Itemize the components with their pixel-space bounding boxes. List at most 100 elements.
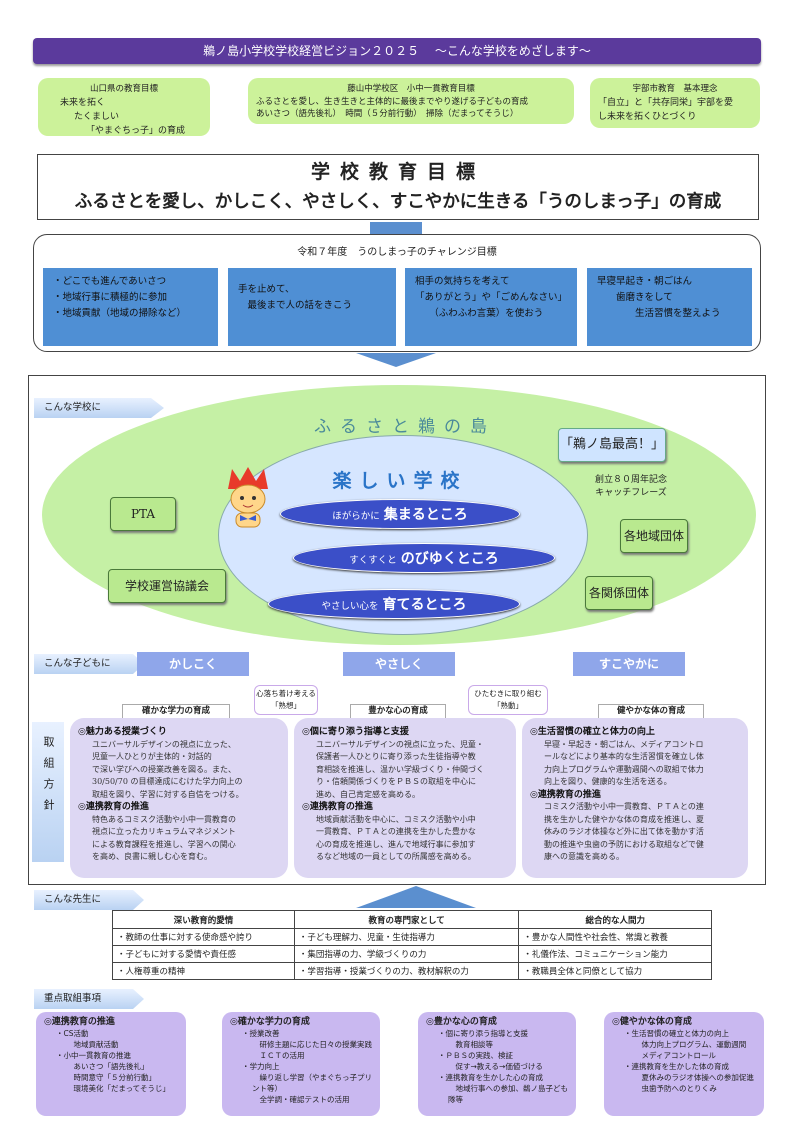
pill-small: すくすくと	[349, 555, 397, 566]
pill-grow: すくすくとのびゆくところ	[293, 543, 555, 573]
priority-card: ◎豊かな心の育成 ・個に寄り添う指導と支援 教育相談等 ・ＰＢＳの実践、検証 促…	[418, 1012, 576, 1116]
bubble-line: 「熟動」	[493, 701, 523, 710]
school-tag: こんな学校に	[34, 398, 164, 418]
priority-tag: 重点取組事項	[34, 989, 144, 1009]
challenge-line: 手を止めて、	[238, 284, 295, 295]
catchphrase-box: 「鵜ノ島最高！」	[558, 428, 666, 462]
policy-heading: ◎魅力ある授業づくり	[78, 727, 167, 737]
priority-heading: ◎確かな学力の育成	[230, 1017, 310, 1027]
district-goal-box: 藤山中学校区 小中一貫教育目標 ふるさとを愛し、生き生きと主体的に最後までやり遂…	[248, 78, 574, 124]
header-subtitle: ～こんな学校をめざします～	[434, 44, 591, 58]
pill-small: やさしい心を	[321, 601, 379, 612]
priority-line: 地域行事への参加、鵜ノ島子ども隊等	[448, 1084, 568, 1104]
catchphrase-note: 創立８０周年記念 キャッチフレーズ	[586, 474, 676, 500]
policy-heading: ◎連携教育の推進	[302, 802, 373, 812]
policy-text: 携を生かした健やかな体の育成を推進し、夏	[544, 814, 704, 824]
pill-big: 集まるところ	[383, 507, 468, 523]
school-goal-text: ふるさとを愛し、かしこく、やさしく、すこやかに生きる「うのしまっ子」の育成	[74, 192, 722, 212]
priority-line: ・連携教育を生かした体の育成	[624, 1062, 729, 1071]
council-box: 学校運営協議会	[108, 569, 226, 603]
priority-line: 繰り返し学習（やまぐちっ子プリント等）	[252, 1073, 372, 1093]
teacher-header: 教育の専門家として	[293, 910, 520, 929]
school-goal-title: 学校教育目標	[310, 161, 485, 183]
policy-heading: ◎個に寄り添う指導と支援	[302, 727, 409, 737]
bubble-line: 「熟想」	[271, 701, 301, 710]
district-line: ふるさとを愛し、生き生きと主体的に最後までやり遂げる子どもの育成	[256, 97, 529, 107]
priority-line: 体力向上プログラム、運動週間	[634, 1040, 747, 1049]
catchphrase-note-line: キャッチフレーズ	[595, 488, 667, 498]
priority-line: ・個に寄り添う指導と支援	[438, 1029, 528, 1038]
teacher-cell: ・子ども理解力、児童・生徒指導力	[293, 928, 520, 946]
policy-text: で深い学びへの授業改善を図る。また、	[92, 764, 236, 774]
teacher-cell: ・集団指導の力、学級づくりの力	[293, 945, 520, 963]
challenge-line: ・どこでも進んであいさつ	[53, 276, 167, 287]
teacher-cell: ・豊かな人間性や社会性、常識と教養	[518, 928, 712, 946]
policy-text: り・信頼関係づくりをＰＢＳの取組を中心に	[316, 777, 476, 786]
table-row: ・人権尊重の精神 ・学習指導・授業づくりの力、教材解釈の力 ・教職員全体と同僚と…	[112, 962, 712, 980]
policy-text: を高め、良書に親しむ心を育む。	[92, 852, 212, 861]
challenge-line: 早寝早起き・朝ごはん	[597, 276, 693, 287]
header-title: 鵜ノ島小学校学校経営ビジョン２０２５	[203, 44, 420, 58]
priority-line: 促す→教える→価値づける	[448, 1062, 543, 1071]
priority-line: ・学力向上	[242, 1062, 280, 1071]
policy-label-box: 取組方針	[32, 722, 64, 862]
challenge-line: 最後まで人の話をきこう	[238, 300, 353, 311]
priority-card: ◎確かな学力の育成 ・授業改善 研修主題に応じた日々の授業実践 ＩＣＴの活用 ・…	[222, 1012, 380, 1116]
priority-line: ・ＰＢＳの実践、検証	[438, 1051, 513, 1060]
policy-text: ユニバーサルデザインの視点に立った、児童・	[316, 739, 484, 749]
policy-heart: ◎個に寄り添う指導と支援 ユニバーサルデザインの視点に立った、児童・ 保護者一人…	[294, 718, 516, 878]
policy-academic: ◎魅力ある授業づくり ユニバーサルデザインの視点に立った、 児童一人ひとりが主体…	[70, 718, 288, 878]
priority-line: 研修主題に応じた日々の授業実践	[252, 1040, 372, 1049]
teacher-cell: ・学習指導・授業づくりの力、教材解釈の力	[293, 962, 520, 980]
bubble-line: 心落ち着け考える	[256, 689, 316, 698]
challenge-card: 相手の気持ちを考えて 「ありがとう」や「ごめんなさい」 （ふわふわ言葉）を使おう	[405, 268, 577, 346]
policy-body: ◎生活習慣の確立と体力の向上 早寝・早起き・朝ごはん、メディアコントロ ールなど…	[522, 718, 748, 878]
priority-line: 環境美化「だまってそうじ」	[66, 1084, 170, 1093]
teacher-cell: ・教職員全体と同僚として協力	[518, 962, 712, 980]
connector-arrow	[370, 222, 422, 236]
table-row: ・教師の仕事に対する使命感や誇り ・子ども理解力、児童・生徒指導力 ・豊かな人間…	[112, 928, 712, 946]
policy-text: 児童一人ひとりが主体的・対話的	[92, 752, 212, 761]
pill-nurture: やさしい心を育てるところ	[268, 589, 520, 619]
down-arrow-icon	[356, 353, 436, 367]
policy-text: 特色あるコミスク活動や小中一貫教育の	[92, 814, 236, 824]
policy-text: るなど地域の一員としての所属感を高める。	[316, 852, 476, 861]
policy-text: 康への意識を高める。	[544, 852, 624, 861]
priority-line: ・生活習慣の確立と体力の向上	[624, 1029, 729, 1038]
priority-line: 虫歯予防へのとりくみ	[634, 1084, 717, 1093]
priority-line: 夏休みのラジオ体操への参加促進	[634, 1073, 754, 1082]
policy-text: 休みのラジオ体操など外に出て体を動かす活	[544, 827, 704, 836]
policy-text: 保護者一人ひとりに寄り添った生徒指導や教	[316, 752, 476, 761]
priority-line: ・CS活動	[56, 1029, 89, 1038]
header-bar: 鵜ノ島小学校学校経営ビジョン２０２５ ～こんな学校をめざします～	[33, 38, 761, 64]
policy-heading: ◎生活習慣の確立と体力の向上	[530, 727, 655, 737]
catchphrase-note-line: 創立８０周年記念	[594, 475, 667, 485]
teacher-cell: ・子どもに対する愛情や責任感	[112, 945, 295, 963]
mascot-icon	[222, 467, 274, 529]
policy-text: コミスク活動や小中一貫教育、ＰＴＡとの連	[544, 802, 704, 811]
policy-text: 向上を図り、健康的な生活を送る。	[544, 777, 672, 786]
policy-text: ユニバーサルデザインの視点に立った、	[92, 739, 236, 749]
pill-small: ほがらかに	[332, 511, 380, 522]
priority-card: ◎連携教育の推進 ・CS活動 地域貢献活動 ・小中一貫教育の推進 あいさつ「語先…	[36, 1012, 186, 1116]
sub-label-academic: 確かな学力の育成	[122, 704, 230, 719]
priority-line: 全学調・確認テストの活用	[252, 1095, 350, 1104]
policy-text: 30/50/70 の目標達成にむけた学力向上の	[92, 777, 243, 786]
challenge-card: 早寝早起き・朝ごはん 歯磨きをして 生活習慣を整えよう	[587, 268, 752, 346]
policy-text: 進め、自己肯定感を高める。	[316, 789, 420, 799]
priority-heading: ◎健やかな体の育成	[612, 1017, 692, 1027]
challenge-line: 生活習慣を整えよう	[597, 308, 721, 319]
priority-line: 時間意守「５分前行動」	[66, 1073, 156, 1082]
trait-healthy: すこやかに	[573, 652, 685, 676]
prefecture-line: 未来を拓く	[60, 98, 106, 108]
children-tag: こんな子どもに	[34, 654, 144, 674]
district-caption: 藤山中学校区 小中一貫教育目標	[347, 84, 475, 94]
up-arrow-icon	[356, 886, 476, 908]
priority-line: ＩＣＴの活用	[252, 1051, 305, 1060]
priority-line: ・連携教育を生かした心の育成	[438, 1073, 543, 1082]
community-box: 各地域団体	[620, 519, 688, 553]
outer-ellipse-title: ふるさと鵜の島	[314, 417, 496, 437]
prefecture-line: たくましい	[74, 112, 120, 122]
pill-big: 育てるところ	[382, 597, 467, 613]
prefecture-caption: 山口県の教育目標	[89, 84, 158, 94]
